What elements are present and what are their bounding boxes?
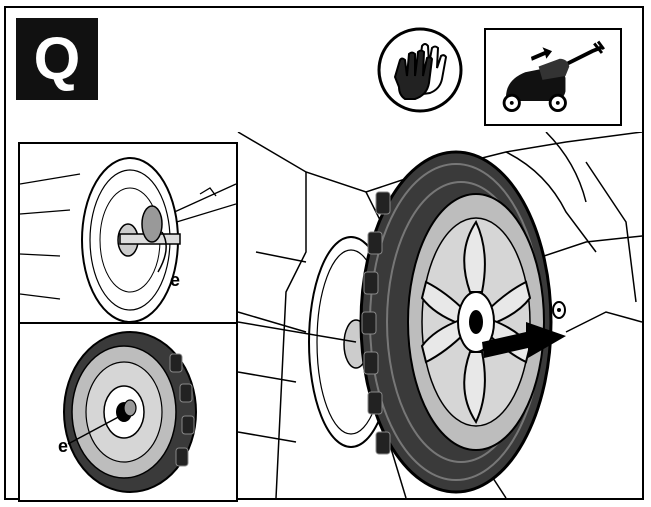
lawn-mower-icon [484, 28, 622, 126]
gloves-icon [377, 27, 463, 113]
step-header: Q [6, 8, 642, 134]
callout-label-e-top: e [170, 270, 181, 290]
step-letter-badge: Q [16, 18, 98, 100]
inset-detail-top: e [18, 142, 238, 324]
inset-detail-bottom: e [18, 322, 238, 502]
instruction-frame: Q [4, 6, 644, 502]
callout-label-e-bottom: e [58, 436, 69, 456]
hub-detail-drawing [20, 157, 236, 322]
wheel-detail-drawing [63, 331, 197, 493]
wheel-removal-drawing [237, 132, 642, 498]
